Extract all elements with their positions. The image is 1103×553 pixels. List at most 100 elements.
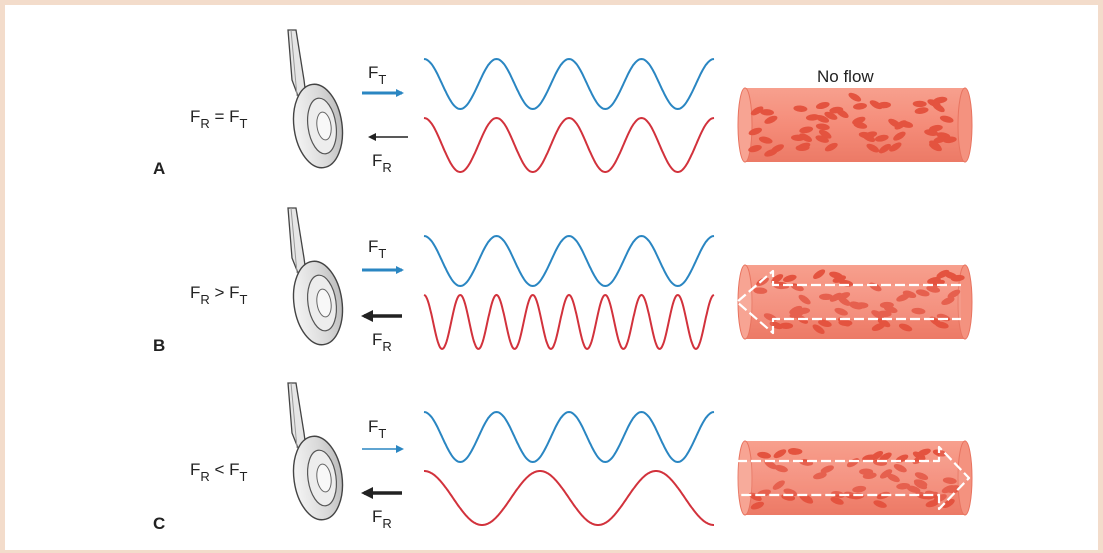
red-blood-cell (818, 319, 832, 327)
red-blood-cell (863, 131, 878, 139)
panel-letter: C (153, 514, 165, 533)
red-blood-cell (873, 500, 887, 508)
red-blood-cell (852, 485, 867, 493)
red-blood-cell (950, 274, 965, 282)
red-blood-cell (815, 101, 830, 110)
red-blood-cell (869, 100, 883, 110)
received-wave (423, 293, 715, 350)
red-blood-cell (824, 142, 838, 152)
svg-text:FT: FT (368, 417, 386, 441)
red-blood-cell (914, 480, 928, 490)
red-blood-cell (933, 494, 947, 503)
panel-c: C FR < FT FT FR (153, 382, 973, 533)
frequency-relation: FR > FT (190, 283, 248, 307)
received-frequency-label: FR (372, 330, 392, 354)
red-blood-cell (862, 472, 877, 480)
red-blood-cell (894, 120, 907, 130)
red-blood-cell (798, 294, 811, 305)
flow-arrow-icon (737, 445, 971, 511)
red-blood-cell (946, 485, 960, 493)
red-blood-cell (793, 105, 808, 112)
red-blood-cell (790, 283, 804, 292)
red-blood-cell (939, 115, 954, 123)
red-blood-cell (774, 465, 788, 473)
red-blood-cell (818, 129, 832, 139)
red-blood-cell (815, 123, 830, 131)
red-blood-cell (748, 127, 763, 136)
red-blood-cell (878, 143, 891, 154)
red-blood-cell (911, 307, 926, 315)
red-blood-cell (877, 310, 892, 318)
red-blood-cell (942, 477, 957, 484)
red-blood-cell (893, 464, 907, 473)
red-blood-cell (929, 140, 942, 150)
svg-text:FT: FT (368, 237, 386, 261)
red-blood-cell (783, 274, 797, 283)
red-blood-cell (853, 103, 867, 110)
red-blood-cell (771, 144, 784, 153)
red-blood-cell (799, 126, 814, 134)
red-blood-cell (820, 465, 834, 474)
transmitted-wave (423, 234, 715, 288)
red-blood-cell (879, 469, 893, 479)
red-blood-cell (829, 106, 844, 114)
red-blood-cell (813, 269, 826, 279)
red-blood-cell (789, 305, 803, 315)
red-blood-cell (866, 143, 880, 153)
red-blood-cell (750, 106, 764, 116)
blood-vessel (735, 264, 973, 340)
red-blood-cell (769, 321, 783, 330)
red-blood-cell (928, 124, 943, 132)
red-blood-cell (893, 131, 906, 141)
red-blood-cell (871, 310, 884, 319)
red-blood-cell (925, 499, 940, 508)
red-blood-cell (764, 460, 777, 470)
red-blood-cell (942, 136, 957, 144)
red-blood-cell (819, 293, 833, 300)
red-blood-cell (824, 111, 838, 120)
red-blood-cell (947, 289, 961, 299)
svg-text:FR: FR (372, 151, 392, 175)
panel-b: B FR > FT FT FR (153, 207, 973, 355)
red-blood-cell (862, 454, 876, 462)
red-blood-cell (831, 490, 845, 498)
frequency-relation: FR = FT (190, 107, 248, 131)
red-blood-cell (877, 318, 891, 328)
red-blood-cell (815, 114, 830, 123)
red-blood-cell (912, 455, 926, 465)
red-blood-cell (760, 109, 774, 116)
red-blood-cell (757, 451, 772, 459)
probe-icon (287, 29, 344, 169)
svg-text:FT: FT (368, 63, 386, 87)
transmitted-frequency-label: FT (368, 237, 386, 261)
red-blood-cell (915, 289, 930, 297)
blood-vessel (737, 440, 973, 516)
red-blood-cell (917, 448, 931, 457)
red-blood-cell (838, 319, 853, 327)
transmitted-frequency-label: FT (368, 63, 386, 87)
probe-icon (287, 207, 344, 346)
red-blood-cell (799, 133, 813, 142)
received-frequency-label: FR (372, 151, 392, 175)
red-blood-cell (874, 134, 889, 142)
red-blood-cell (889, 142, 902, 152)
red-blood-cell (886, 473, 900, 483)
red-blood-cell (753, 287, 768, 294)
red-blood-cell (843, 491, 858, 499)
red-blood-cell (914, 107, 929, 114)
red-blood-cell (750, 501, 765, 510)
red-blood-cell (941, 297, 955, 305)
red-blood-cell (829, 271, 843, 279)
red-blood-cell (879, 452, 892, 462)
red-blood-cell (896, 482, 911, 490)
red-blood-cell (849, 302, 863, 310)
red-blood-cell (772, 480, 785, 490)
red-blood-cell (906, 485, 921, 493)
red-blood-cell (836, 292, 851, 301)
panel-letter: B (153, 336, 165, 355)
panel-a: A FR = FT FT FR No flow (153, 29, 973, 178)
red-blood-cell (813, 472, 827, 480)
red-blood-cell (748, 492, 762, 502)
red-blood-cell (926, 285, 941, 293)
